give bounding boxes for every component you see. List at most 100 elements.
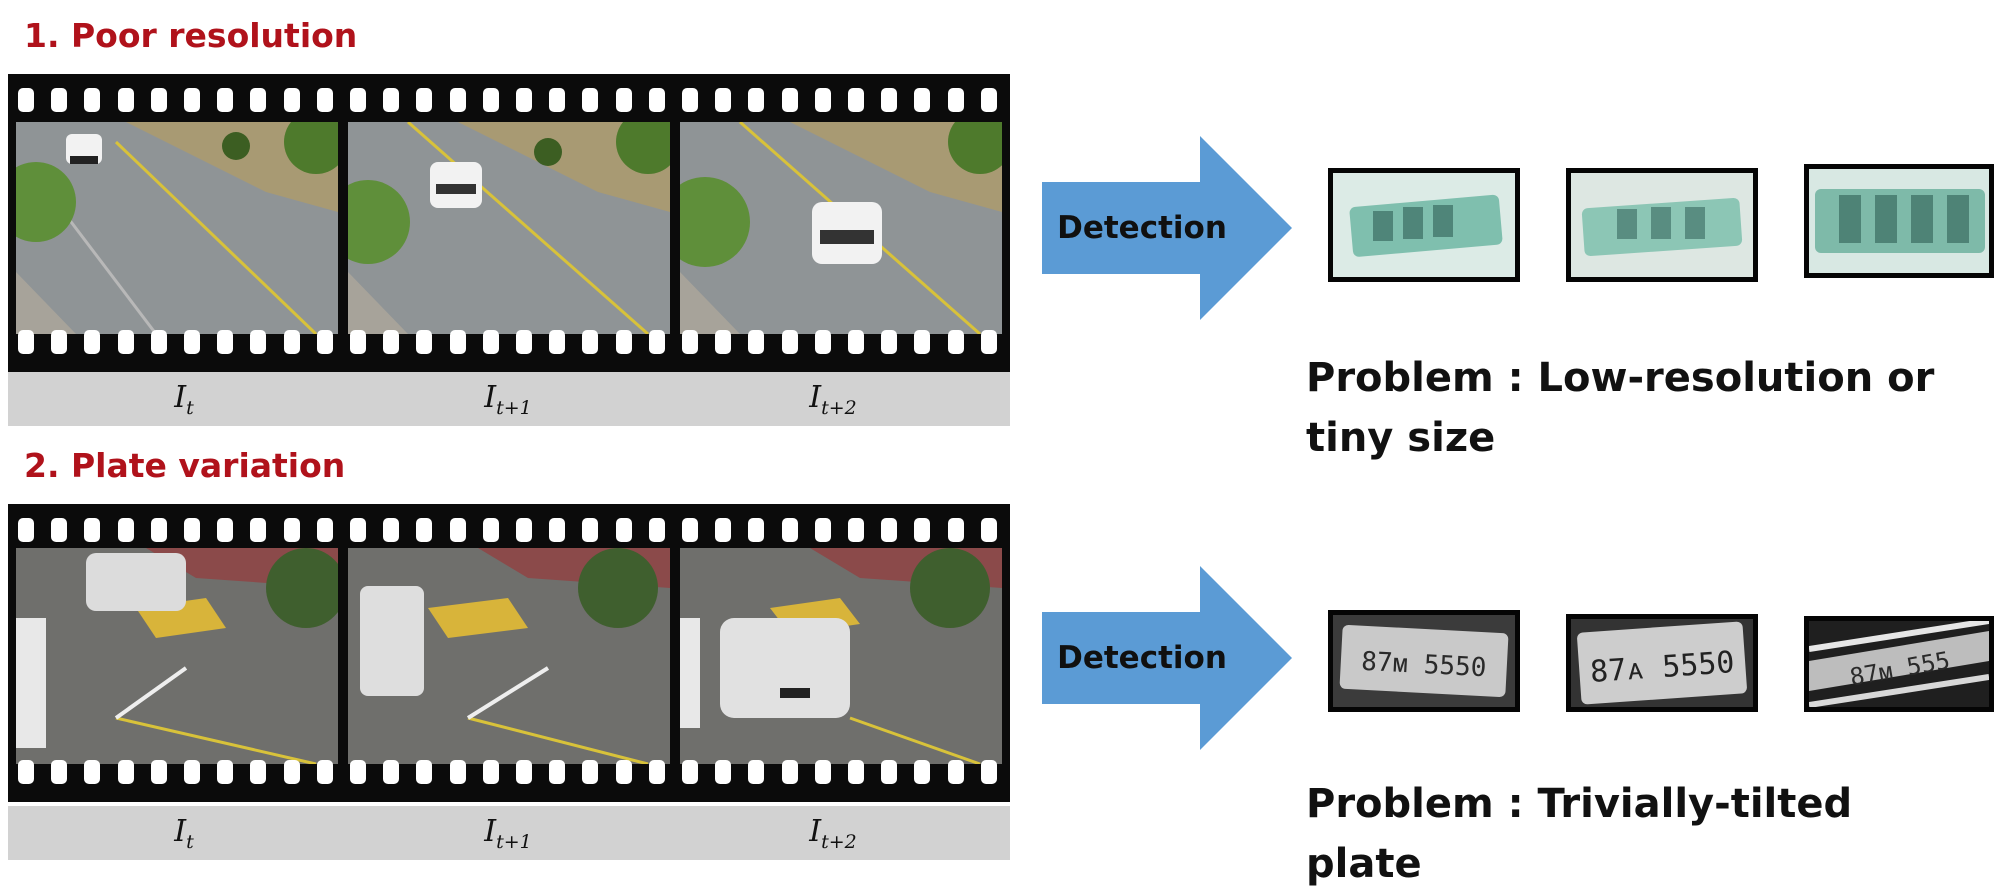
sprocket-hole [350,760,366,784]
sprocket-hole [980,88,997,112]
sprocket-hole [549,330,566,354]
sprocket-hole [449,88,466,112]
sprocket-hole [117,760,134,784]
sprocket-hole [648,330,665,354]
sprocket-hole [482,88,499,112]
sprocket-hole [648,518,665,542]
sprocket-hole [217,88,234,112]
section-title-poor-resolution: 1. Poor resolution [24,16,358,55]
sprocket-hole [814,760,831,784]
frame-label-t: It [174,814,194,853]
sprocket-hole [383,518,400,542]
sprocket-hole [682,330,698,354]
sprocket-hole [814,518,831,542]
sprocket-hole [549,760,566,784]
grayscale-plate-image: 87ᴍ 5550 [1333,615,1515,707]
sprocket-hole [781,88,798,112]
sprocket-hole [84,518,101,542]
sprocket-hole [914,760,931,784]
sprocket-hole [18,760,34,784]
sprocket-hole [781,330,798,354]
sprocket-hole [516,88,532,112]
intersection-scene-image [348,548,670,764]
detected-plate-blurry-1 [1328,168,1520,282]
sprocket-hole [184,760,200,784]
sprocket-hole [283,760,300,784]
sprocket-hole [947,88,964,112]
sprocket-hole [217,330,234,354]
sprocket-hole [748,88,765,112]
sprocket-hole [516,760,532,784]
sprocket-hole [914,518,931,542]
sprocket-hole [117,518,134,542]
detected-plate-blurry-3 [1804,164,1994,278]
intersection-scene-image [680,548,1002,764]
sprocket-hole [350,518,366,542]
film-sprocket-holes-top [8,518,1010,546]
sprocket-hole [516,518,532,542]
video-frame-t2 [680,548,1002,764]
plate-text: 87ᴍ 5550 [1360,647,1487,684]
sprocket-hole [482,518,499,542]
sprocket-hole [51,330,68,354]
film-strip-poor-resolution [8,74,1010,372]
section-title-plate-variation: 2. Plate variation [24,446,346,485]
video-frame-t1 [348,122,670,334]
sprocket-hole [84,760,101,784]
intersection-scene-image [16,548,338,764]
sprocket-hole [748,330,765,354]
sprocket-hole [150,518,167,542]
sprocket-hole [184,330,200,354]
sprocket-hole [84,330,101,354]
sprocket-hole [848,760,864,784]
road-scene-image [16,122,338,334]
sprocket-hole [117,330,134,354]
sprocket-hole [416,760,433,784]
frame-label-t1: It+1 [484,380,532,419]
sprocket-hole [615,330,632,354]
sprocket-hole [316,330,333,354]
sprocket-hole [449,518,466,542]
sprocket-hole [250,330,267,354]
video-frame-t [16,122,338,334]
sprocket-hole [582,330,599,354]
sprocket-hole [316,518,333,542]
detected-plate-gray-1: 87ᴍ 5550 [1328,610,1520,712]
sprocket-hole [947,518,964,542]
film-sprocket-holes-bottom [8,330,1010,358]
sprocket-hole [18,330,34,354]
sprocket-hole [848,518,864,542]
sprocket-hole [416,518,433,542]
frame-label-t2: It+2 [809,380,857,419]
sprocket-hole [250,760,267,784]
frame-label-t2: It+2 [809,814,857,853]
detection-arrow: Detection [1042,136,1292,320]
sprocket-hole [848,330,864,354]
sprocket-hole [980,518,997,542]
sprocket-hole [184,518,200,542]
sprocket-hole [449,330,466,354]
frame-label-t: It [174,380,194,419]
sprocket-hole [582,518,599,542]
video-frame-t1 [348,548,670,764]
sprocket-hole [881,518,898,542]
frame-label-strip: It It+1 It+2 [8,372,1010,426]
video-frame-t [16,548,338,764]
road-scene-image [348,122,670,334]
sprocket-hole [615,88,632,112]
blurry-plate-image [1571,173,1753,277]
sprocket-hole [350,88,366,112]
grayscale-plate-image: 87ᴀ 5550 [1571,619,1753,707]
detected-plate-blurry-2 [1566,168,1758,282]
detection-arrow: Detection [1042,566,1292,750]
sprocket-hole [980,330,997,354]
sprocket-hole [748,760,765,784]
sprocket-hole [283,518,300,542]
sprocket-hole [350,330,366,354]
sprocket-hole [814,88,831,112]
problem-tilted-plate: Problem : Trivially-tilted plate [1306,781,1853,887]
sprocket-hole [914,88,931,112]
grayscale-plate-image: 87ᴍ 555 [1809,621,1989,707]
sprocket-hole [715,760,732,784]
sprocket-hole [18,518,34,542]
